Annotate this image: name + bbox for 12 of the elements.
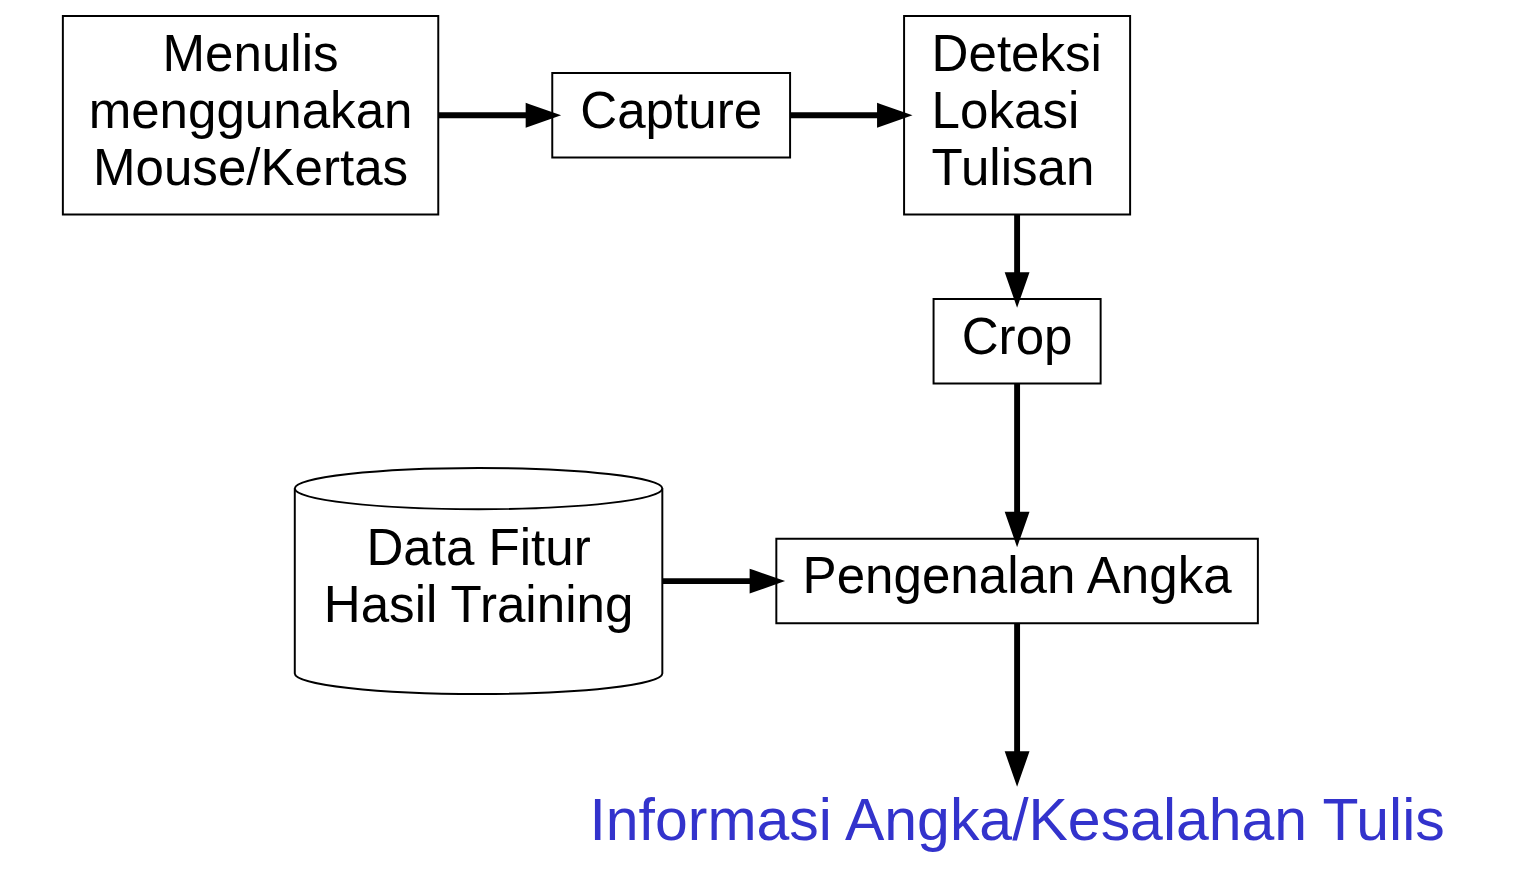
arrow — [1004, 623, 1030, 787]
arrow — [1004, 214, 1030, 308]
arrow — [438, 102, 562, 128]
arrow — [1004, 383, 1030, 548]
node-box: Crop — [932, 298, 1102, 385]
arrow — [662, 568, 786, 594]
node-box: Pengenalan Angka — [775, 537, 1259, 625]
node-box: Capture — [551, 72, 792, 159]
node-text: Informasi Angka/Kesalahan Tulis — [589, 786, 1445, 852]
arrow — [790, 102, 913, 128]
node-box: Deteksi Lokasi Tulisan — [903, 15, 1132, 216]
node-box: Menulis menggunakan Mouse/Kertas — [61, 15, 440, 216]
